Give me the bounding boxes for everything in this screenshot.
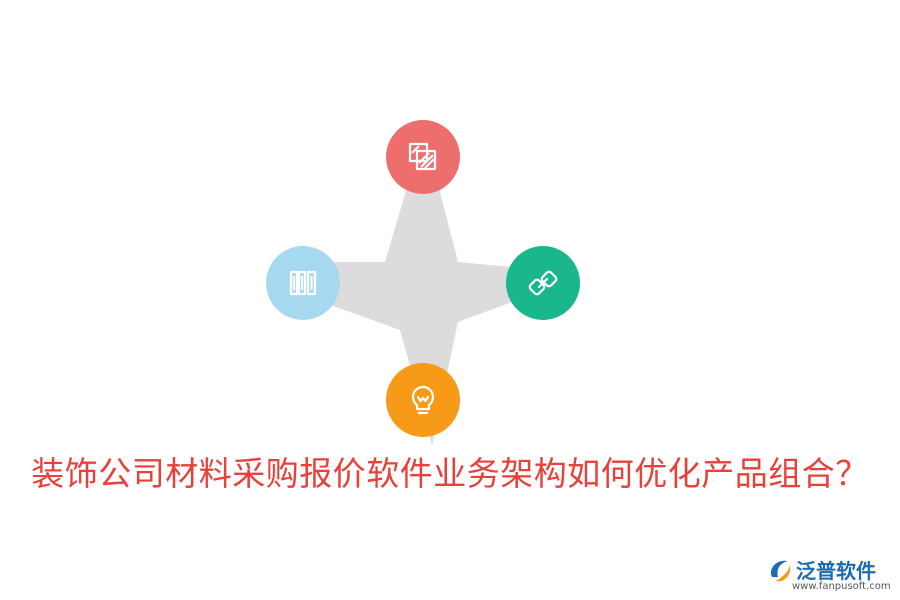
layers-icon [408,142,437,171]
node-left [266,246,340,320]
link-icon [528,270,558,296]
fanpu-logo-icon [770,560,791,582]
page-title: 装饰公司材料采购报价软件业务架构如何优化产品组合？ [31,454,869,493]
lightbulb-icon [411,385,435,415]
node-top [386,120,460,194]
logo-url: www.fanpusoft.com [792,581,891,592]
four-point-star [322,184,523,445]
node-right [506,246,580,320]
books-icon [289,270,317,296]
brand-logo: 泛普软件 www.fanpusoft.com [766,555,896,595]
logo-name: 泛普软件 [796,559,876,583]
node-bottom [386,363,460,437]
